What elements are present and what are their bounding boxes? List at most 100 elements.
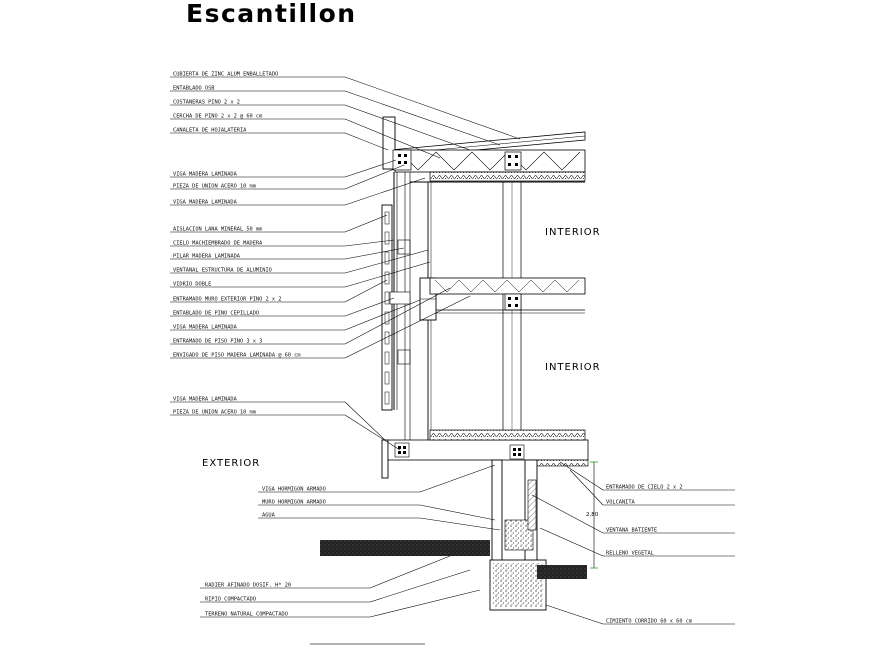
- leader-line: [344, 214, 388, 233]
- annotation-label: CUBIERTA DE ZINC ALUM ENBALLETADO: [173, 72, 278, 78]
- annotation-labels_left-10: PILAR MADERA LAMINADA: [170, 247, 405, 260]
- annotation-labels_left-15: VIGA MADERA LAMINADA: [170, 299, 421, 331]
- annotation-label: ENTRAMADO DE PISO PINO 3 x 3: [173, 339, 262, 345]
- annotation-label: ENTRAMADO MURO EXTERIOR PINO 2 x 2: [173, 297, 281, 303]
- leader-line: [344, 239, 395, 247]
- left-annotations: CUBIERTA DE ZINC ALUM ENBALLETADO ENTABLA…: [170, 72, 521, 451]
- annotation-labels_left-4: CANALETA DE HOJALATERIA: [170, 128, 389, 151]
- leader-line: [344, 401, 386, 441]
- annotation-labels_left-14: ENTABLADO DE PINO CEPILLADO: [170, 297, 395, 317]
- leader-line: [344, 261, 431, 288]
- annotation-labels_right-3: RELLENO VEGETAL: [539, 527, 735, 557]
- annotation-labels_left-12: VIDRIO DOBLE: [170, 261, 431, 288]
- annotation-label: ENTRAMADO DE CIELO 2 x 2: [606, 485, 683, 491]
- annotation-labels_foundation-1: MURO HORMIGON ARMADO: [258, 500, 496, 521]
- annotation-label: RELLENO VEGETAL: [606, 551, 654, 557]
- right-annotations: ENTRAMADO DE CIELO 2 x 2 VOLCANITAVENTANA…: [531, 461, 735, 625]
- annotation-label: CIMIENTO CORRIDO 60 x 60 cm: [606, 619, 692, 625]
- leader-line: [344, 287, 451, 345]
- annotation-label: VIGA MADERA LAMINADA: [173, 172, 238, 178]
- annotation-label: CANALETA DE HOJALATERIA: [173, 128, 247, 134]
- leader-line: [559, 461, 604, 491]
- annotation-label: VIGA HORMIGON ARMADO: [262, 487, 326, 493]
- annotation-label: AGUA: [262, 513, 276, 519]
- annotation-label: PIEZA DE UNION ACERO 10 mm: [173, 184, 256, 190]
- leader-line: [344, 247, 405, 260]
- annotation-labels_left-0: CUBIERTA DE ZINC ALUM ENBALLETADO: [170, 72, 521, 140]
- annotation-labels_left-9: CIELO MACHIEMBRADO DE MADERA: [170, 239, 395, 247]
- room-label-upper: INTERIOR: [545, 227, 601, 238]
- annotation-label: ENVIGADO DE PISO MADERA LAMINADA @ 60 cm: [173, 353, 301, 359]
- leader-line: [369, 569, 471, 603]
- height-dimension: 2,80: [586, 461, 599, 569]
- foundation: [320, 459, 587, 611]
- annotation-label: TERRENO NATURAL COMPACTADO: [205, 612, 288, 618]
- dimension-text: 2,80: [586, 512, 599, 518]
- annotation-labels_bottom-1: RIPIO COMPACTADO: [200, 569, 471, 603]
- leader-line: [344, 104, 471, 151]
- leader-line: [344, 76, 521, 140]
- annotation-label: CIELO MACHIEMBRADO DE MADERA: [173, 241, 263, 247]
- annotation-label: COSTANERAS PINO 2 x 2: [173, 100, 240, 106]
- annotation-labels_foundation-0: VIGA HORMIGON ARMADO: [258, 464, 496, 493]
- annotation-label: VENTANAL ESTRUCTURA DE ALUMINIO: [173, 268, 272, 274]
- annotation-label: PIEZA DE UNION ACERO 10 mm: [173, 410, 256, 416]
- annotation-labels_left-18: VIGA MADERA LAMINADA: [170, 397, 386, 441]
- leader-line: [344, 159, 397, 178]
- drawing-title: Escantillon: [186, 0, 357, 28]
- annotation-label: ENTABLADO OSB: [173, 86, 214, 92]
- annotation-labels_left-7: VIGA MADERA LAMINADA: [170, 177, 426, 206]
- leader-line: [344, 132, 389, 151]
- annotation-label: MURO HORMIGON ARMADO: [262, 500, 326, 506]
- room-label-exterior: EXTERIOR: [202, 458, 260, 469]
- leader-line: [344, 249, 429, 274]
- annotation-labels_right-2: VENTANA BATIENTE: [531, 494, 735, 534]
- leader-line: [419, 504, 496, 521]
- annotation-label: VIDRIO DOBLE: [173, 282, 211, 288]
- leader-line: [419, 517, 501, 531]
- leader-line: [344, 295, 471, 359]
- leader-line: [369, 589, 481, 618]
- leader-line: [569, 469, 604, 506]
- annotation-labels_foundation-2: AGUA: [258, 513, 501, 531]
- annotation-label: VIGA MADERA LAMINADA: [173, 325, 238, 331]
- leader-line: [344, 164, 405, 190]
- annotation-labels_left-16: ENTRAMADO DE PISO PINO 3 x 3: [170, 287, 451, 345]
- annotation-labels_left-1: ENTABLADO OSB: [170, 86, 501, 146]
- annotation-labels_right-1: VOLCANITA: [569, 469, 735, 506]
- annotation-labels_left-19: PIEZA DE UNION ACERO 10 mm: [170, 410, 401, 451]
- room-label-lower: INTERIOR: [545, 362, 601, 373]
- ground-floor-assembly: [381, 429, 589, 479]
- annotation-label: AISLACION LANA MINERAL 50 mm: [173, 227, 262, 233]
- leader-line: [531, 494, 604, 534]
- annotation-labels_left-13: ENTRAMADO MURO EXTERIOR PINO 2 x 2: [170, 279, 388, 303]
- foundation-annotations: VIGA HORMIGON ARMADO MURO HORMIGON ARMADO…: [258, 464, 501, 531]
- leader-line: [344, 90, 501, 146]
- annotation-labels_left-17: ENVIGADO DE PISO MADERA LAMINADA @ 60 cm: [170, 295, 471, 359]
- annotation-label: VOLCANITA: [606, 500, 636, 506]
- annotation-labels_left-8: AISLACION LANA MINERAL 50 mm: [170, 214, 388, 233]
- annotation-labels_left-3: CERCHA DE PINO 2 x 2 @ 60 cm: [170, 114, 441, 159]
- annotation-labels_left-5: VIGA MADERA LAMINADA: [170, 159, 397, 178]
- mid-floor-assembly: [389, 277, 586, 314]
- leader-line: [344, 177, 426, 206]
- annotation-label: RIPIO COMPACTADO: [205, 597, 256, 603]
- annotation-labels_left-6: PIEZA DE UNION ACERO 10 mm: [170, 164, 405, 190]
- bottom-annotations: RADIER AFINADO DOSIF. H* 20 RIPIO COMPACT…: [200, 555, 481, 618]
- leader-line: [344, 279, 388, 303]
- annotation-label: PILAR MADERA LAMINADA: [173, 254, 241, 260]
- annotation-labels_right-4: CIMIENTO CORRIDO 60 x 60 cm: [545, 604, 735, 625]
- annotation-label: RADIER AFINADO DOSIF. H* 20: [205, 583, 291, 589]
- leader-line: [344, 297, 395, 317]
- annotation-labels_bottom-2: TERRENO NATURAL COMPACTADO: [200, 589, 481, 618]
- leader-line: [369, 555, 451, 589]
- annotation-labels_left-2: COSTANERAS PINO 2 x 2: [170, 100, 471, 151]
- roof-assembly: [382, 116, 586, 183]
- leader-line: [344, 299, 421, 331]
- leader-line: [545, 604, 604, 625]
- leader-line: [344, 118, 441, 159]
- annotation-labels_bottom-0: RADIER AFINADO DOSIF. H* 20: [200, 555, 451, 589]
- annotation-label: CERCHA DE PINO 2 x 2 @ 60 cm: [173, 114, 262, 120]
- annotation-label: VIGA MADERA LAMINADA: [173, 200, 238, 206]
